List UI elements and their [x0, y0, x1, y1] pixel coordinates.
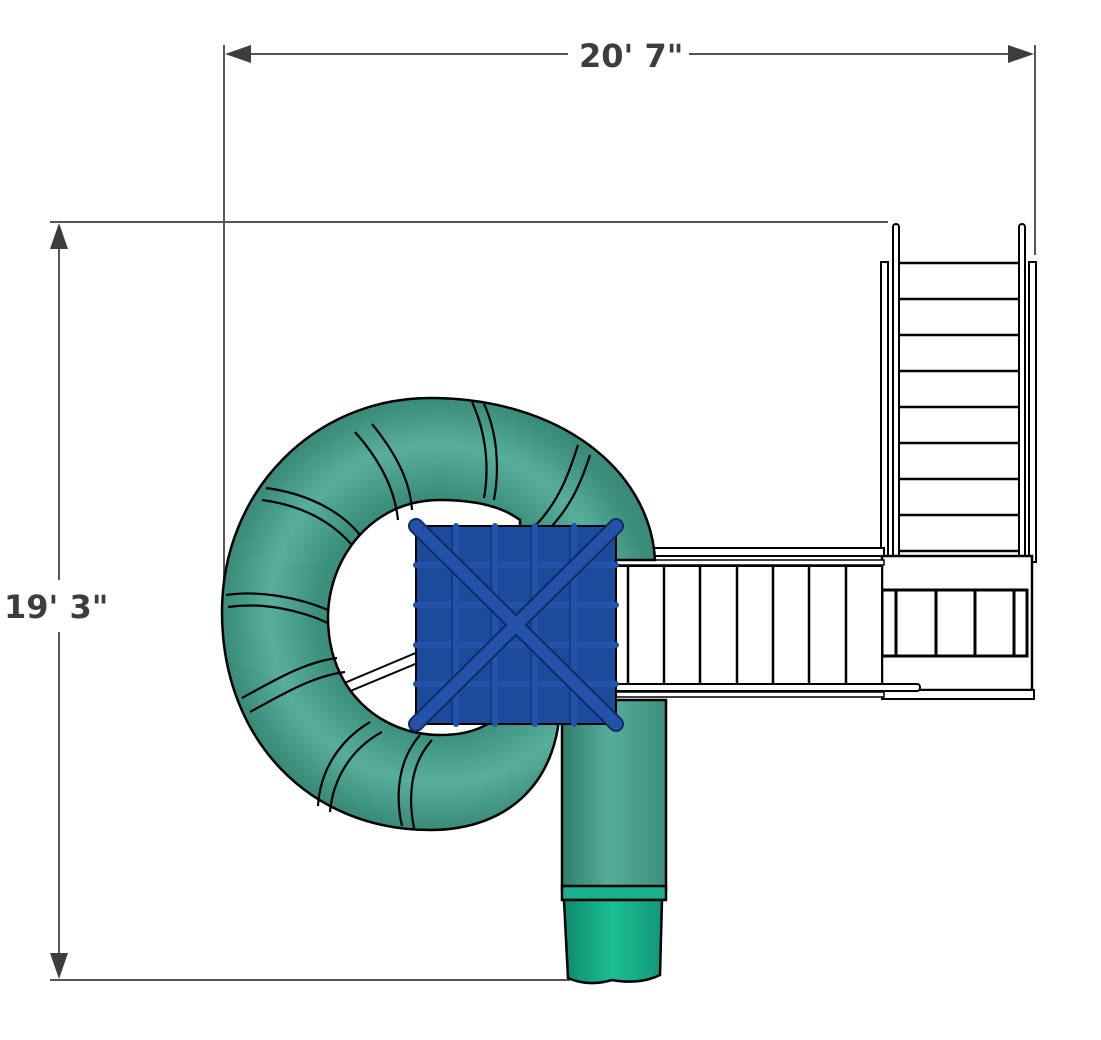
bridge [611, 547, 921, 698]
handrail-right [1018, 223, 1026, 595]
height-dimension [50, 221, 888, 981]
width-dimension-label: 20' 7" [573, 40, 690, 72]
deck-roof [408, 518, 624, 732]
height-dimension-label: 19' 3" [4, 587, 109, 627]
arrow-left-icon [225, 45, 251, 63]
arrow-right-icon [1008, 45, 1034, 63]
stair-ladder [880, 223, 1037, 595]
handrail-left [892, 223, 900, 560]
support-strut [341, 651, 421, 693]
tube-slide-exit [560, 698, 668, 985]
arrow-up-icon [50, 223, 68, 249]
width-dimension [223, 45, 1036, 600]
arrow-down-icon [50, 953, 68, 979]
bridge-rail-bottom [611, 683, 921, 692]
landing-railing [880, 554, 1035, 700]
roof-cross-braces [408, 518, 624, 732]
